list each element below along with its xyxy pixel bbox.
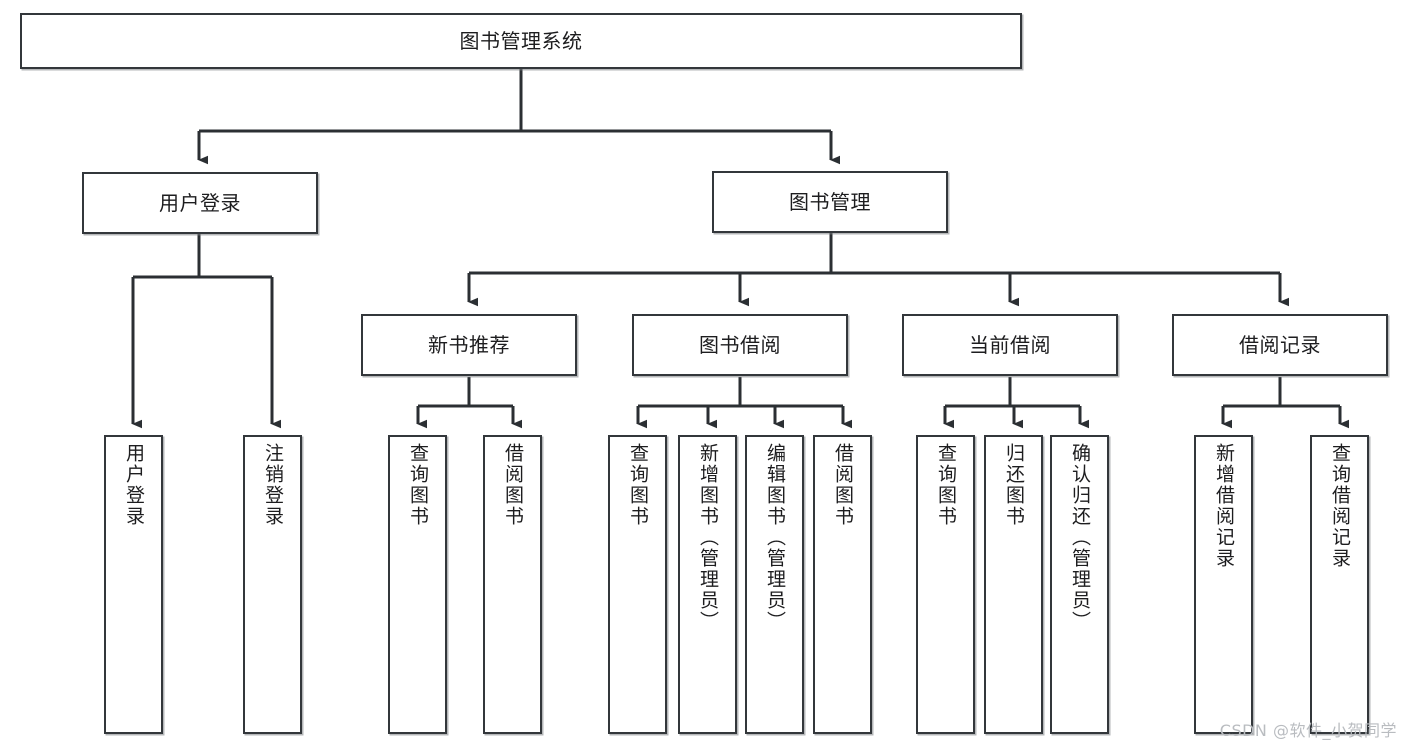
node-label: 查询图书 [935, 443, 957, 527]
node-label: 新增借阅记录 [1213, 443, 1235, 569]
node-label: 查询图书 [407, 443, 429, 527]
node-leaf-borrow-book-nb[interactable]: 借阅图书 [483, 435, 542, 734]
node-label: 用户登录 [159, 190, 241, 215]
node-leaf-query-book-cb[interactable]: 查询图书 [916, 435, 975, 734]
node-leaf-return-book[interactable]: 归还图书 [984, 435, 1043, 734]
node-label: 查询图书 [627, 443, 649, 527]
node-label: 当前借阅 [969, 332, 1051, 357]
node-label: 图书管理系统 [459, 28, 583, 53]
node-borrow-record[interactable]: 借阅记录 [1172, 314, 1388, 376]
node-current-borrow[interactable]: 当前借阅 [902, 314, 1118, 376]
node-label: 借阅记录 [1239, 332, 1321, 357]
node-label: 图书管理 [789, 189, 871, 214]
node-label: 注销登录 [262, 443, 284, 527]
node-leaf-add-book-admin[interactable]: 新增图书（管理员） [678, 435, 737, 734]
node-leaf-user-login[interactable]: 用户登录 [104, 435, 163, 734]
node-new-book-recommend[interactable]: 新书推荐 [361, 314, 577, 376]
node-label: 图书借阅 [699, 332, 781, 357]
node-label: 新书推荐 [428, 332, 510, 357]
node-label: 新增图书（管理员） [697, 443, 719, 632]
node-label: 归还图书 [1003, 443, 1025, 527]
node-book-borrow[interactable]: 图书借阅 [632, 314, 848, 376]
node-root-system[interactable]: 图书管理系统 [20, 13, 1022, 69]
node-leaf-query-book-bb[interactable]: 查询图书 [608, 435, 667, 734]
node-leaf-confirm-return-admin[interactable]: 确认归还（管理员） [1050, 435, 1109, 734]
node-label: 编辑图书（管理员） [764, 443, 786, 632]
node-leaf-edit-book-admin[interactable]: 编辑图书（管理员） [745, 435, 804, 734]
node-label: 查询借阅记录 [1329, 443, 1351, 569]
node-book-management[interactable]: 图书管理 [712, 171, 948, 233]
node-leaf-query-borrow-record[interactable]: 查询借阅记录 [1310, 435, 1369, 734]
node-user-login[interactable]: 用户登录 [82, 172, 318, 234]
node-label: 借阅图书 [502, 443, 524, 527]
node-leaf-query-book-nb[interactable]: 查询图书 [388, 435, 447, 734]
node-label: 借阅图书 [832, 443, 854, 527]
node-label: 用户登录 [123, 443, 145, 527]
node-leaf-logout[interactable]: 注销登录 [243, 435, 302, 734]
node-leaf-add-borrow-record[interactable]: 新增借阅记录 [1194, 435, 1253, 734]
node-leaf-borrow-book-bb[interactable]: 借阅图书 [813, 435, 872, 734]
watermark: CSDN @软件_小贺同学 [1219, 721, 1397, 740]
node-label: 确认归还（管理员） [1069, 443, 1091, 632]
